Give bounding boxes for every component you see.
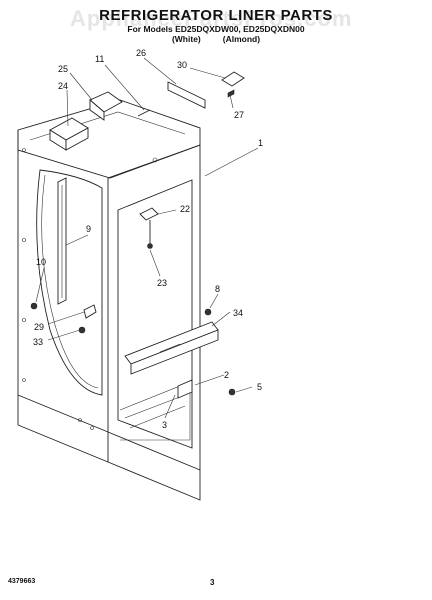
- hinge-bracket: [139, 207, 159, 249]
- callout-2: 2: [224, 370, 229, 380]
- callout-24: 24: [58, 81, 68, 91]
- color-row: (White) (Almond): [0, 34, 432, 44]
- control-housing: [49, 91, 123, 151]
- color-white-label: (White): [171, 34, 201, 44]
- callout-3: 3: [162, 420, 167, 430]
- shelf-rail: [57, 177, 67, 305]
- callout-11: 11: [95, 54, 104, 64]
- callout-5: 5: [257, 382, 262, 392]
- callout-29: 29: [34, 322, 44, 332]
- page-header: REFRIGERATOR LINER PARTS For Models ED25…: [0, 7, 432, 45]
- callout-33: 33: [33, 337, 43, 347]
- color-almond-label: (Almond): [222, 34, 261, 44]
- callout-26: 26: [136, 48, 146, 58]
- callout-27: 27: [234, 110, 244, 120]
- leader-lines: [35, 57, 259, 419]
- left-hardware: [30, 302, 97, 334]
- callout-23: 23: [157, 278, 167, 288]
- callout-25: 25: [58, 64, 68, 74]
- callout-1: 1: [258, 138, 263, 148]
- callout-22: 22: [180, 204, 190, 214]
- callout-9: 9: [86, 224, 91, 234]
- callout-34: 34: [233, 308, 243, 318]
- callout-8: 8: [215, 284, 220, 294]
- model-line: For Models ED25DQXDW00, ED25DQXDN00: [127, 24, 305, 34]
- document-part-number: 4379663: [8, 578, 36, 585]
- callouts: 1 2 3 5 8 9 10 11 22 23 24 25 26 27 29 3…: [33, 48, 263, 430]
- lower-rail: [124, 308, 236, 399]
- callout-10: 10: [36, 257, 46, 267]
- screw-11: [137, 109, 151, 117]
- page-title: REFRIGERATOR LINER PARTS: [99, 7, 333, 24]
- callout-30: 30: [177, 60, 187, 70]
- top-bracket: [167, 71, 245, 109]
- liner-cabinet: [17, 99, 201, 501]
- page-number: 3: [210, 578, 215, 587]
